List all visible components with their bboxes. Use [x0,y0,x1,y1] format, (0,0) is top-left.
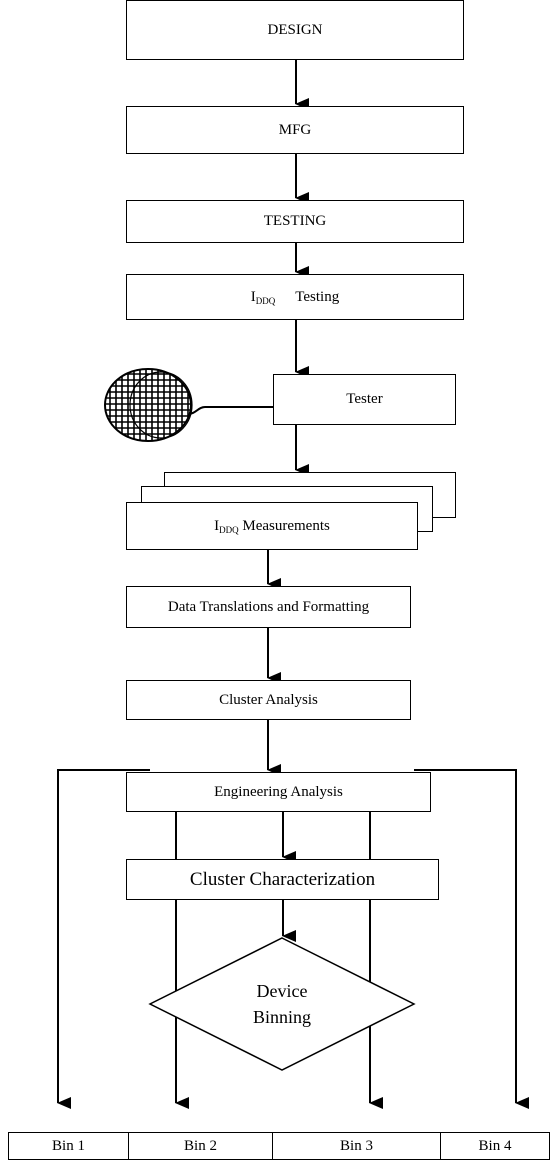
device-binning-label: Device Binning [232,978,332,1030]
wafer-icon [104,368,193,442]
engineering-analysis-box: Engineering Analysis [126,772,431,812]
mfg-label: MFG [278,121,312,138]
arrow-to-bin1 [57,769,150,1109]
tester-box: Tester [273,374,456,425]
iddq-measurements-label: IDDQ Measurements [214,518,330,535]
iddq-prefix: I [250,288,256,305]
engineering-analysis-label: Engineering Analysis [214,783,343,800]
arrow-to-bin4 [414,769,529,1109]
device-binning-diamond [148,937,416,1071]
device-binning-line1: Device [256,981,308,1001]
mfg-box: MFG [126,106,464,154]
iddq-measurements-box: IDDQ Measurements [126,502,418,550]
data-translations-label: Data Translations and Formatting [167,598,370,615]
measurements-iddq-subscript: DDQ [219,524,239,535]
bin-3-label: Bin 3 [340,1137,373,1154]
cluster-characterization-box: Cluster Characterization [126,859,439,900]
bin-4: Bin 4 [440,1132,550,1160]
iddq-testing-box: IDDQ Testing [126,274,464,320]
cluster-analysis-box: Cluster Analysis [126,680,411,720]
iddq-testing-label: IDDQ Testing [251,289,339,306]
bin-1-label: Bin 1 [52,1137,85,1154]
tester-label: Tester [346,391,383,407]
testing-label: TESTING [263,213,327,229]
design-box: DESIGN [126,0,464,60]
measurements-suffix: Measurements [242,517,330,534]
bin-4-label: Bin 4 [478,1137,512,1154]
data-translations-box: Data Translations and Formatting [126,586,411,628]
iddq-subscript: DDQ [255,295,276,306]
bin-2-label: Bin 2 [184,1137,217,1154]
device-binning-line2: Binning [252,1007,311,1027]
bin-1: Bin 1 [8,1132,128,1160]
testing-box: TESTING [126,200,464,243]
design-label: DESIGN [267,21,323,38]
cluster-characterization-label: Cluster Characterization [189,868,376,890]
bin-3: Bin 3 [272,1132,440,1160]
cluster-analysis-label: Cluster Analysis [219,691,318,708]
iddq-testing-suffix: Testing [295,288,340,305]
measurements-iddq-prefix: I [214,517,220,534]
bin-2: Bin 2 [128,1132,272,1160]
